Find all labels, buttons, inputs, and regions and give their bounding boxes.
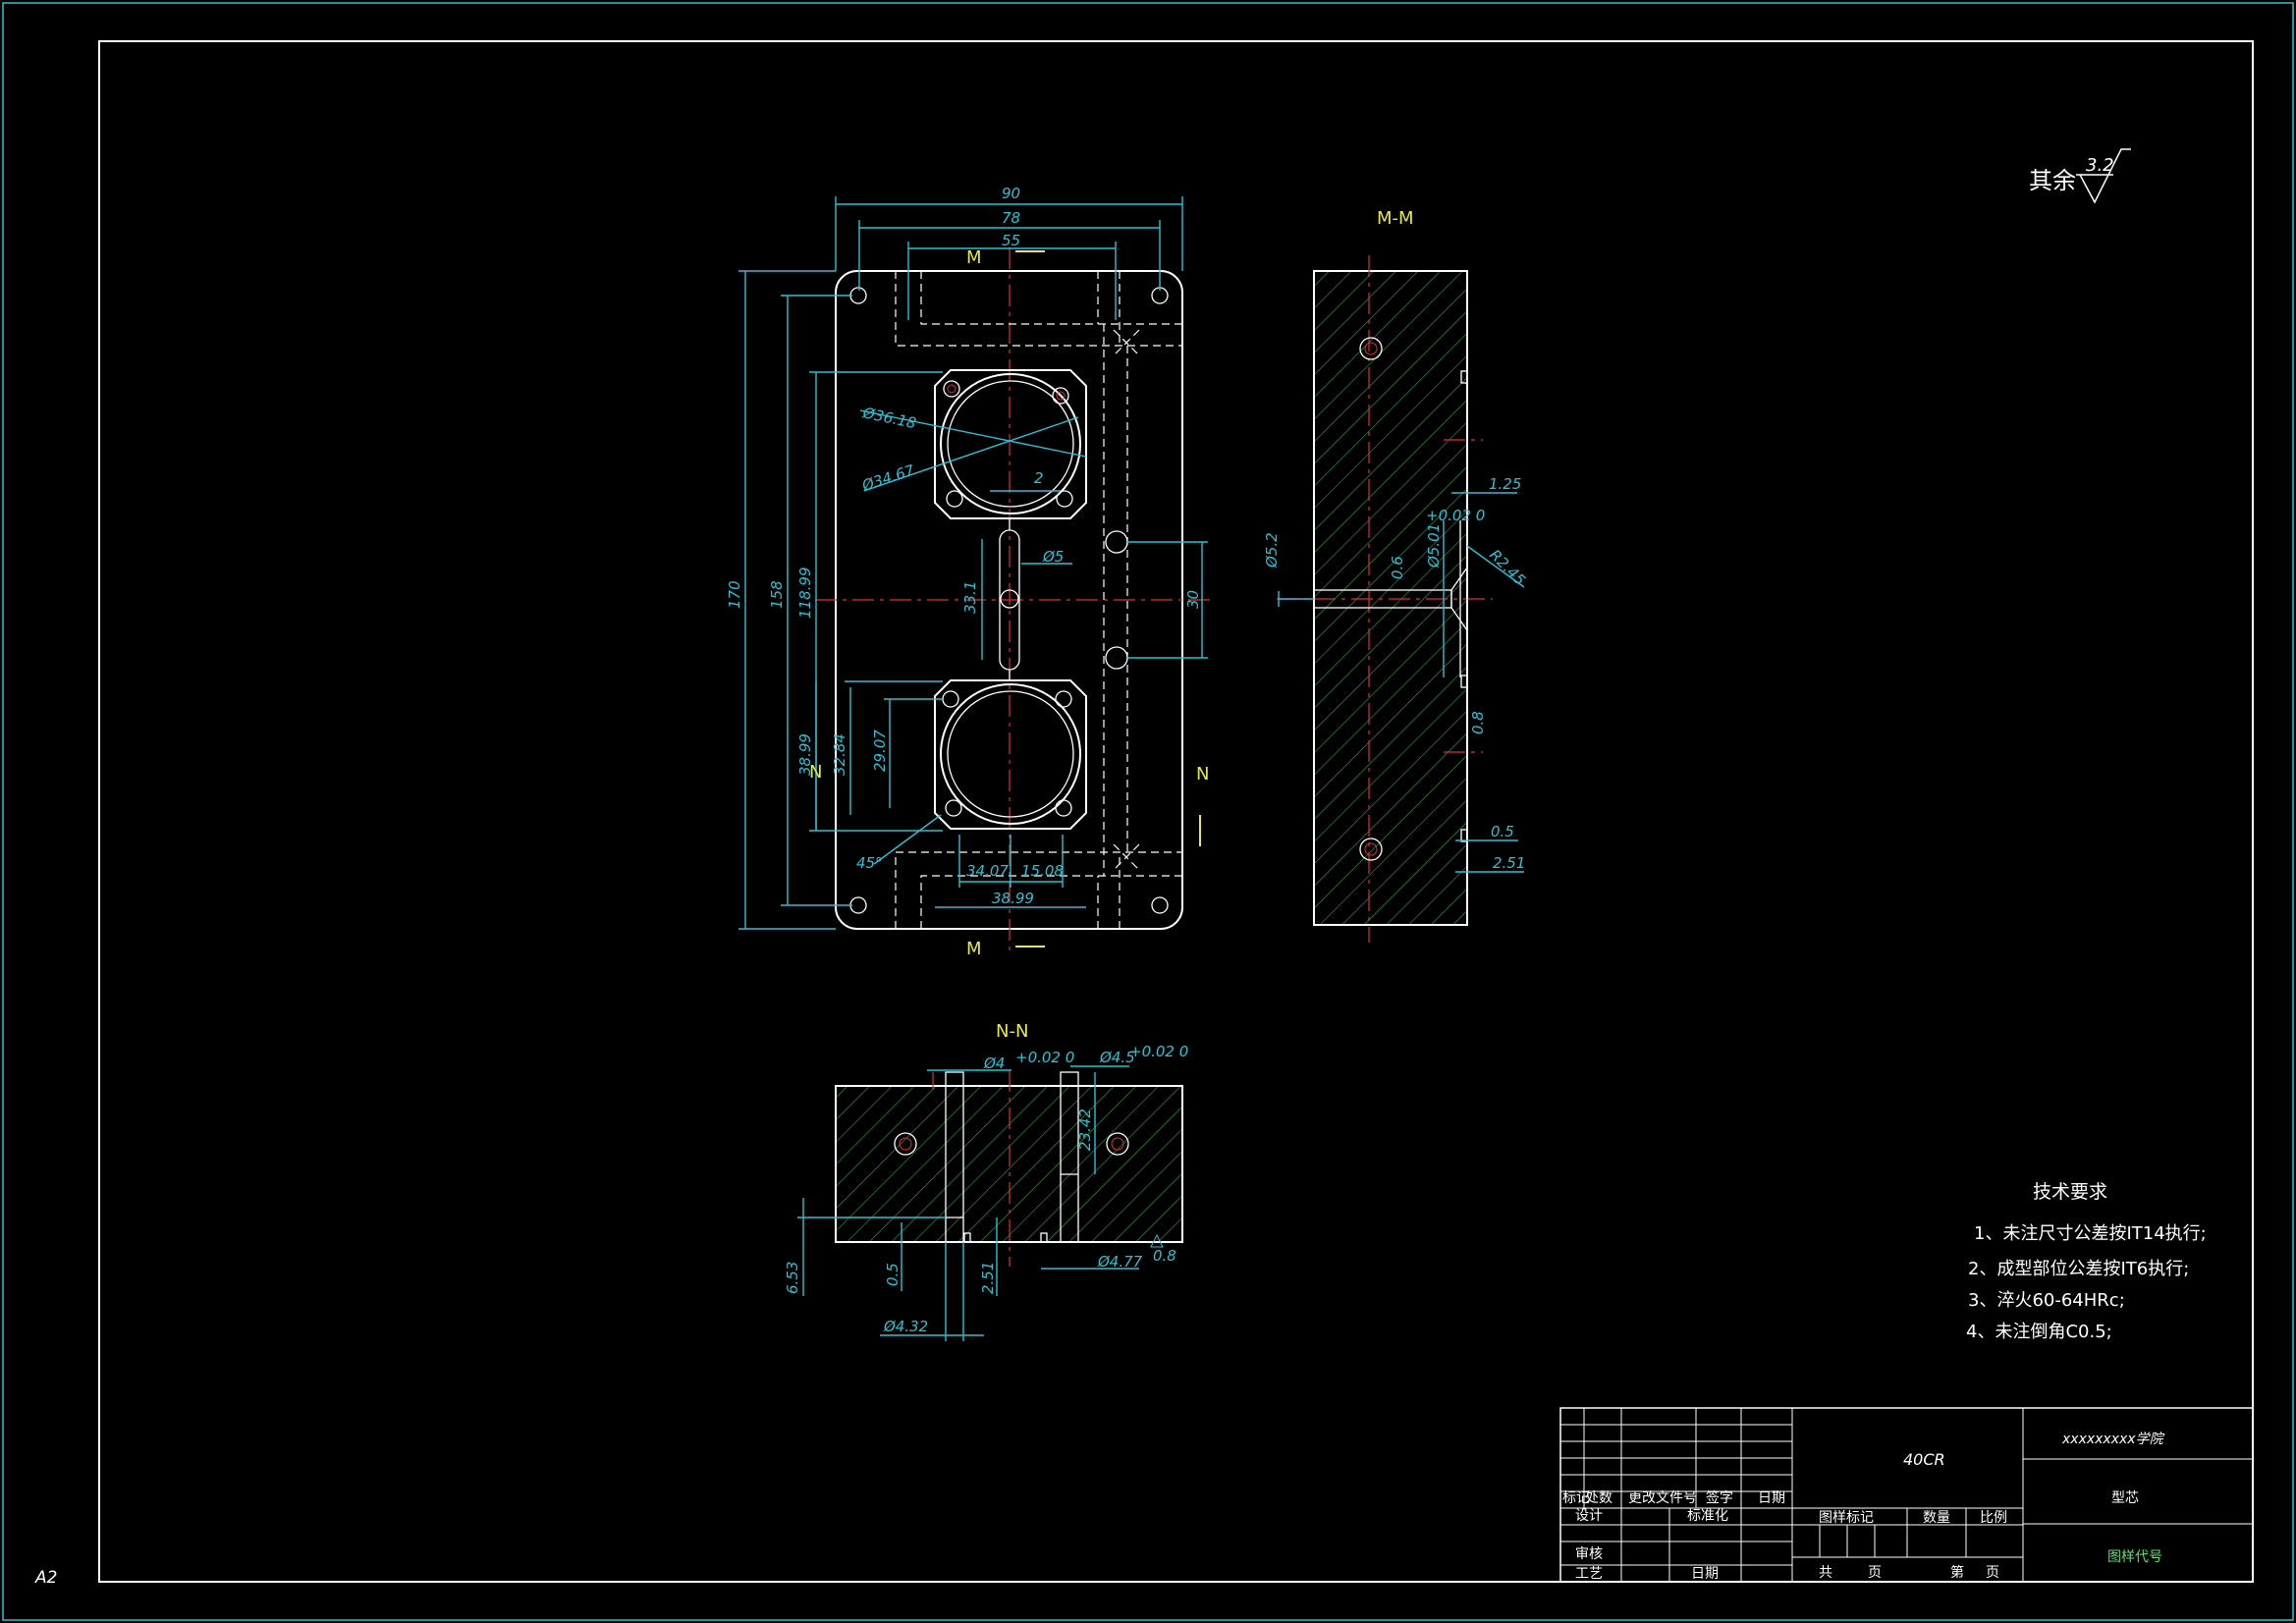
svg-text:页: 页 — [1986, 1565, 1999, 1581]
roughness-value: 3.2 — [2086, 155, 2114, 176]
svg-text:日期: 日期 — [1691, 1566, 1719, 1582]
svg-text:+0.02 0: +0.02 0 — [1015, 1049, 1074, 1066]
svg-text:118.99: 118.99 — [796, 568, 814, 620]
svg-text:2: 2 — [1034, 469, 1044, 487]
svg-text:工艺: 工艺 — [1575, 1566, 1603, 1582]
svg-text:0.5: 0.5 — [1491, 823, 1514, 840]
svg-text:38.99: 38.99 — [796, 733, 814, 776]
section-m-m-title: M-M — [1377, 208, 1414, 229]
school-label: xxxxxxxxx学院 — [2061, 1432, 2165, 1447]
tech-req-item: 3、淬火60-64HRc; — [1968, 1290, 2125, 1311]
tech-req-item: 1、未注尺寸公差按IT14执行; — [1974, 1223, 2207, 1244]
svg-text:标准化: 标准化 — [1687, 1508, 1728, 1524]
tech-requirements: 技术要求 1、未注尺寸公差按IT14执行; 2、成型部位公差按IT6执行; 3、… — [1966, 1181, 2207, 1342]
section-n-n: N-N Ø4 +0.02 0 Ø4.5 +0.02 0 23.42 6.53 0… — [784, 1021, 1188, 1341]
svg-text:第: 第 — [1950, 1564, 1964, 1581]
svg-text:158: 158 — [768, 580, 786, 609]
upper-cavity-outline — [934, 369, 1087, 519]
svg-text:6.53: 6.53 — [784, 1262, 801, 1294]
sheet-size-label: A2 — [34, 1568, 57, 1588]
svg-text:2.51: 2.51 — [979, 1262, 997, 1294]
svg-text:页: 页 — [1868, 1565, 1882, 1581]
svg-text:1.25: 1.25 — [1489, 475, 1521, 493]
svg-text:90: 90 — [1002, 185, 1020, 202]
roughness-note: 其余 3.2 — [2029, 148, 2131, 204]
svg-text:30: 30 — [1184, 590, 1202, 609]
svg-text:Ø4.5: Ø4.5 — [1099, 1049, 1135, 1066]
title-block: 标记 处数 更改文件号 签字 日期 设计 标准化 审核 工艺 日期 40CR 图… — [1559, 1407, 2254, 1583]
part-name: 型芯 — [2111, 1490, 2139, 1506]
svg-text:日期: 日期 — [1758, 1490, 1785, 1506]
section-mark-m-top: M — [966, 247, 982, 268]
svg-text:标记: 标记 — [1562, 1490, 1590, 1506]
material-label: 40CR — [1903, 1450, 1945, 1469]
svg-text:170: 170 — [726, 580, 743, 609]
tech-req-item: 4、未注倒角C0.5; — [1966, 1322, 2112, 1342]
svg-text:比例: 比例 — [1980, 1510, 2007, 1526]
section-mark-n-right: N — [1196, 764, 1209, 784]
svg-text:15.08: 15.08 — [1021, 862, 1064, 880]
svg-text:处数: 处数 — [1585, 1490, 1613, 1506]
drawing-frame — [98, 40, 2254, 1583]
roughness-symbol-icon — [2079, 148, 2131, 204]
svg-text:Ø34.67: Ø34.67 — [859, 461, 917, 495]
svg-text:45°: 45° — [856, 854, 883, 872]
svg-text:34.07: 34.07 — [966, 862, 1009, 880]
svg-text:55: 55 — [1002, 232, 1020, 249]
svg-text:0.8: 0.8 — [1469, 711, 1487, 734]
svg-text:0.5: 0.5 — [884, 1263, 902, 1286]
section-mark-m-bottom: M — [966, 939, 982, 959]
svg-text:Ø5: Ø5 — [1042, 548, 1064, 566]
svg-text:38.99: 38.99 — [992, 890, 1034, 907]
svg-text:R2.45: R2.45 — [1486, 546, 1529, 589]
svg-text:签字: 签字 — [1706, 1489, 1733, 1506]
svg-text:Ø4: Ø4 — [983, 1055, 1005, 1072]
drawing-number: 图样代号 — [2107, 1549, 2162, 1565]
svg-text:数量: 数量 — [1923, 1510, 1950, 1526]
svg-text:Ø5.01: Ø5.01 — [1425, 523, 1443, 568]
svg-text:0.6: 0.6 — [1389, 556, 1406, 579]
svg-text:2.51: 2.51 — [1493, 854, 1525, 872]
svg-text:更改文件号: 更改文件号 — [1628, 1490, 1697, 1506]
section-m-m: M-M Ø5.2 1.25 Ø5.01 +0.02 0 R2.45 0.6 0.… — [1263, 208, 1529, 943]
tech-requirements-title: 技术要求 — [2033, 1181, 2107, 1203]
svg-text:Ø4.77: Ø4.77 — [1097, 1253, 1143, 1271]
svg-text:Ø36.18: Ø36.18 — [860, 404, 917, 432]
svg-text:0.8: 0.8 — [1153, 1247, 1176, 1265]
svg-text:78: 78 — [1002, 209, 1020, 227]
svg-text:共: 共 — [1819, 1565, 1832, 1581]
section-mark-n-left: N — [809, 762, 822, 783]
tech-req-item: 2、成型部位公差按IT6执行; — [1968, 1259, 2189, 1279]
svg-text:Ø5.2: Ø5.2 — [1263, 532, 1281, 568]
svg-text:33.1: 33.1 — [961, 581, 979, 614]
lower-cavity-outline — [934, 679, 1087, 830]
svg-text:29.07: 29.07 — [871, 730, 889, 772]
svg-text:32.84: 32.84 — [831, 733, 848, 776]
svg-text:+0.02 0: +0.02 0 — [1426, 507, 1485, 524]
svg-text:设计: 设计 — [1575, 1508, 1603, 1524]
section-n-n-title: N-N — [996, 1021, 1028, 1042]
svg-text:23.42: 23.42 — [1076, 1109, 1094, 1151]
svg-text:审核: 审核 — [1575, 1546, 1603, 1562]
front-view: 90 78 55 170 158 118.99 38.99 32.84 29. — [726, 185, 1214, 959]
front-dimensions: 90 78 55 170 158 118.99 38.99 32.84 29. — [726, 185, 1208, 930]
svg-text:图样标记: 图样标记 — [1819, 1510, 1874, 1526]
roughness-other-label: 其余 — [2029, 167, 2076, 194]
svg-text:Ø4.32: Ø4.32 — [883, 1318, 928, 1335]
svg-text:+0.02 0: +0.02 0 — [1129, 1043, 1188, 1060]
